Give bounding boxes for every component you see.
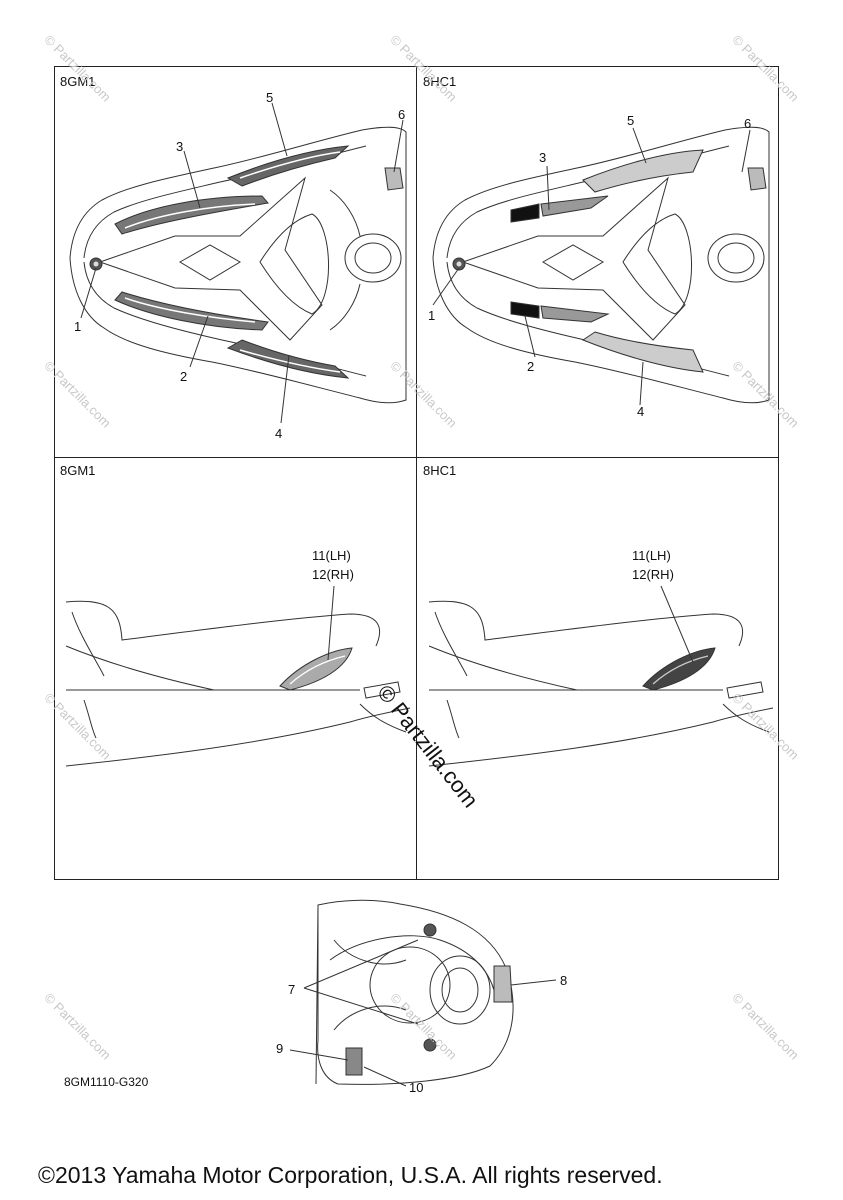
side-view-8gm1 bbox=[65, 585, 411, 767]
side-view-8hc1 bbox=[428, 585, 774, 767]
top-view-8hc1 bbox=[432, 126, 770, 406]
panel-label-top-left: 8GM1 bbox=[60, 74, 96, 89]
callout-5-8hc1: 5 bbox=[627, 113, 635, 128]
frame-divider-vertical bbox=[416, 66, 417, 880]
callout-12-rh-8hc1: 12(RH) bbox=[632, 567, 674, 582]
callout-10: 10 bbox=[409, 1080, 424, 1095]
callout-6-8gm1: 6 bbox=[398, 107, 406, 122]
callout-3-8gm1: 3 bbox=[176, 139, 184, 154]
callout-9: 9 bbox=[276, 1041, 284, 1056]
callout-5-8gm1: 5 bbox=[266, 90, 274, 105]
callout-8: 8 bbox=[560, 973, 568, 988]
panel-label-top-right: 8HC1 bbox=[423, 74, 457, 89]
copyright-notice: ©2013 Yamaha Motor Corporation, U.S.A. A… bbox=[38, 1162, 663, 1188]
callout-2-8hc1: 2 bbox=[527, 359, 535, 374]
diagram-code: 8GM1110-G320 bbox=[64, 1075, 149, 1089]
callout-2-8gm1: 2 bbox=[180, 369, 188, 384]
panel-label-bottom-left: 8GM1 bbox=[60, 463, 96, 478]
callout-1-8gm1: 1 bbox=[74, 319, 82, 334]
callout-4-8gm1: 4 bbox=[275, 426, 283, 441]
callout-11-lh-8hc1: 11(LH) bbox=[632, 548, 671, 563]
panel-label-bottom-right: 8HC1 bbox=[423, 463, 457, 478]
callout-6-8hc1: 6 bbox=[744, 116, 752, 131]
callout-11-lh-8gm1: 11(LH) bbox=[312, 548, 351, 563]
callout-7: 7 bbox=[288, 982, 296, 997]
rear-deck-view bbox=[289, 899, 557, 1087]
callout-3-8hc1: 3 bbox=[539, 150, 547, 165]
callout-1-8hc1: 1 bbox=[428, 308, 436, 323]
callout-12-rh-8gm1: 12(RH) bbox=[312, 567, 354, 582]
callout-4-8hc1: 4 bbox=[637, 404, 645, 419]
top-view-8gm1 bbox=[69, 102, 407, 424]
frame-divider-horizontal bbox=[54, 457, 779, 458]
